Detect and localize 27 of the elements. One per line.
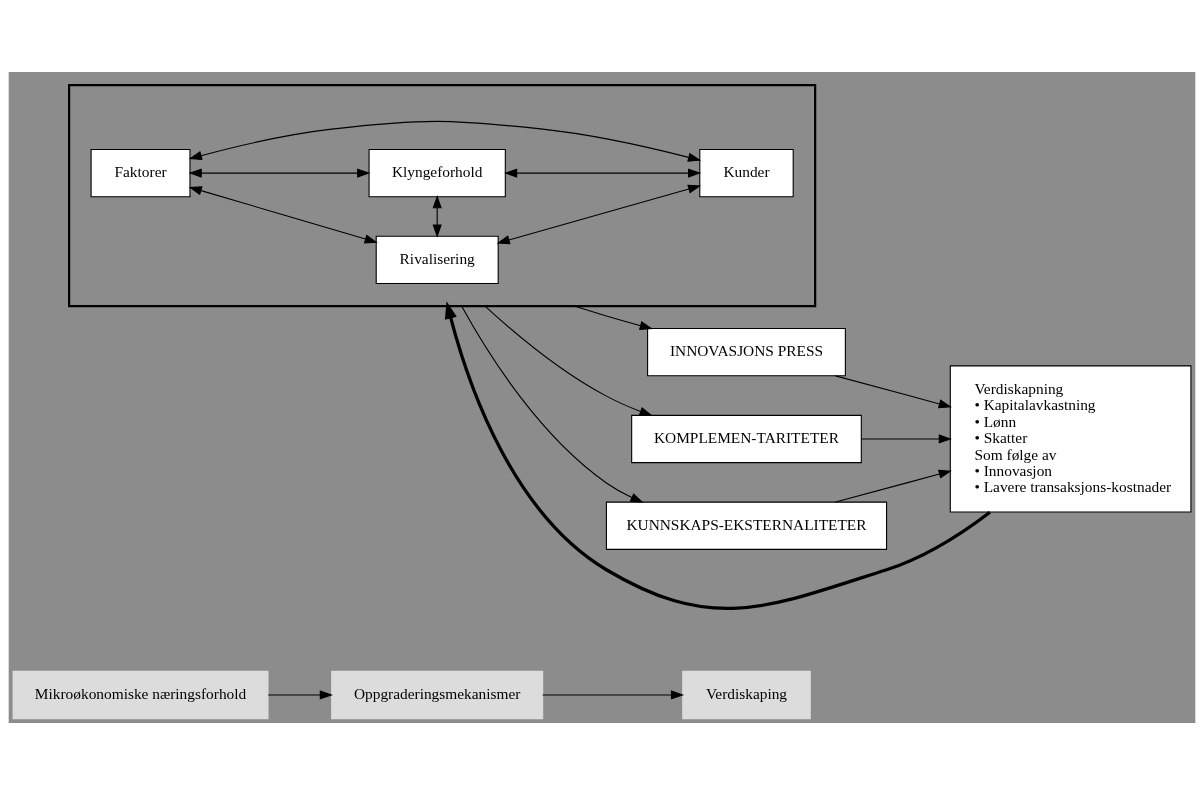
arrow (267, 689, 333, 700)
arrow (484, 304, 653, 416)
node-box: KOMPLEMEN-TARITETER (631, 414, 862, 463)
arrow (573, 304, 653, 330)
node-box: Verdiskapning • Kapitalavkastning • Lønn • Skatter Som følge av • Innovasjon • Lavere transaksjons-kostnader (949, 364, 1192, 513)
arrow (496, 184, 702, 244)
arrow (542, 689, 685, 700)
cluster (68, 83, 817, 307)
node-box: Kunder (699, 148, 794, 197)
arrow (188, 167, 371, 178)
arrow (432, 194, 442, 238)
node-box: Rivalisering (375, 235, 499, 284)
node-box: Klyngeforhold (368, 148, 506, 197)
arrow (835, 374, 952, 408)
node-box: INNOVASJONS PRESS (647, 327, 846, 376)
arrow (188, 120, 702, 162)
arrow (504, 167, 702, 178)
arrow (835, 469, 952, 503)
arrow (444, 300, 991, 610)
node-box: Faktorer (90, 148, 191, 197)
arrow (188, 185, 378, 243)
arrow (461, 304, 644, 503)
node-box: Oppgraderingsmekanismer (331, 670, 544, 719)
node-box: Mikroøkonomiske næringsforhold (12, 670, 269, 719)
node-box: Verdiskaping (682, 670, 811, 719)
arrow (861, 433, 952, 444)
node-box: KUNNSKAPS-EKSTERNALITETER (605, 501, 888, 550)
